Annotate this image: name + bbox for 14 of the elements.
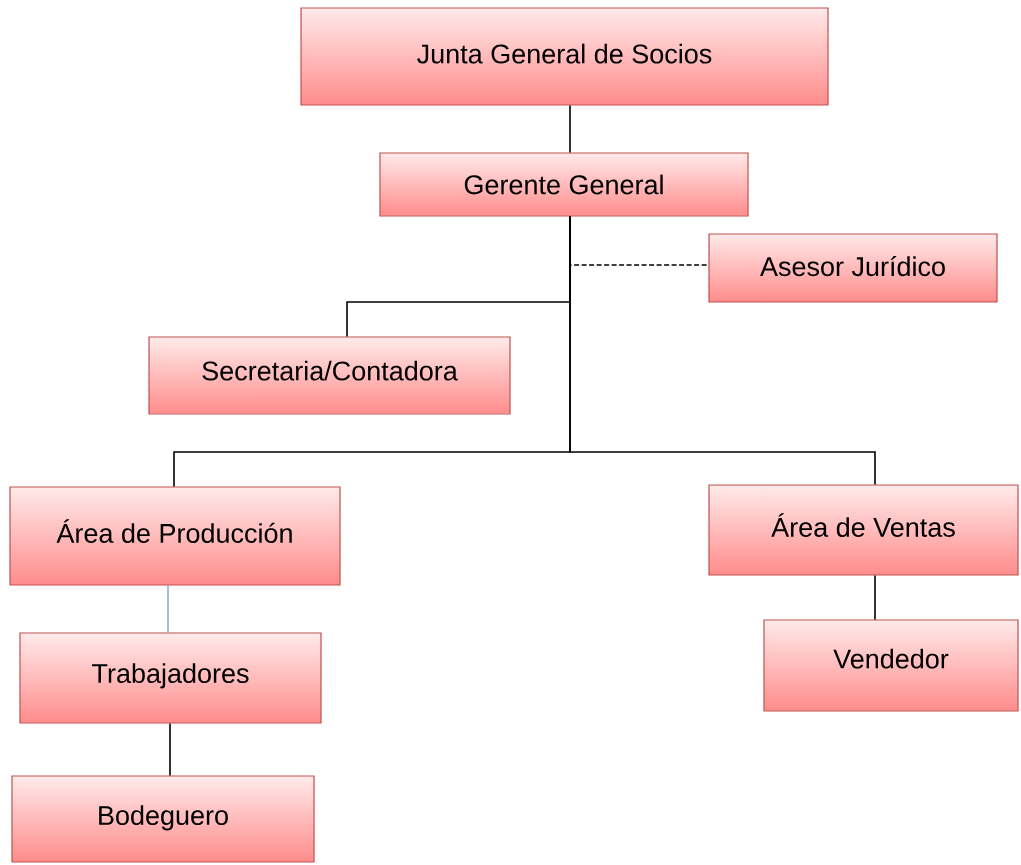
org-box: Junta General de Socios bbox=[300, 7, 829, 106]
connector-line bbox=[167, 585, 169, 633]
org-box: Vendedor bbox=[763, 619, 1019, 712]
org-box: Asesor Jurídico bbox=[708, 233, 998, 303]
org-box: Trabajadores bbox=[19, 632, 322, 724]
org-box: Gerente General bbox=[379, 152, 749, 217]
org-box: Secretaria/Contadora bbox=[148, 336, 511, 415]
org-box: Área de Producción bbox=[9, 486, 341, 586]
org-box: Área de Ventas bbox=[708, 484, 1019, 576]
connector-line bbox=[874, 574, 876, 621]
connector-line bbox=[169, 722, 171, 777]
connector-line bbox=[569, 104, 571, 154]
org-box: Bodeguero bbox=[11, 775, 315, 863]
connector-line bbox=[569, 215, 876, 486]
